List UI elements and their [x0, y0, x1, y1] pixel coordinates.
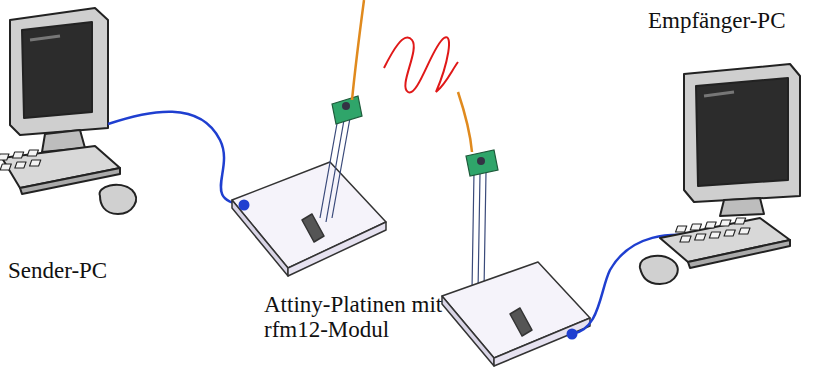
connector-dot — [239, 200, 250, 211]
attiny-board — [232, 162, 386, 276]
attiny-board — [442, 262, 590, 366]
radio-wave — [384, 37, 458, 92]
caption-label: Empfänger-PC — [648, 8, 786, 33]
connector-dot — [567, 329, 578, 340]
rfm12-module — [466, 150, 498, 292]
antenna — [458, 92, 472, 152]
caption-label: Sender-PC — [8, 258, 107, 283]
rfm12-module — [320, 96, 362, 222]
caption-label: Attiny-Platinen mit rfm12-Modul — [264, 292, 444, 343]
receiver-computer — [640, 64, 800, 284]
usb-cable — [108, 112, 244, 205]
sender-computer — [0, 8, 136, 214]
antenna — [352, 0, 364, 100]
